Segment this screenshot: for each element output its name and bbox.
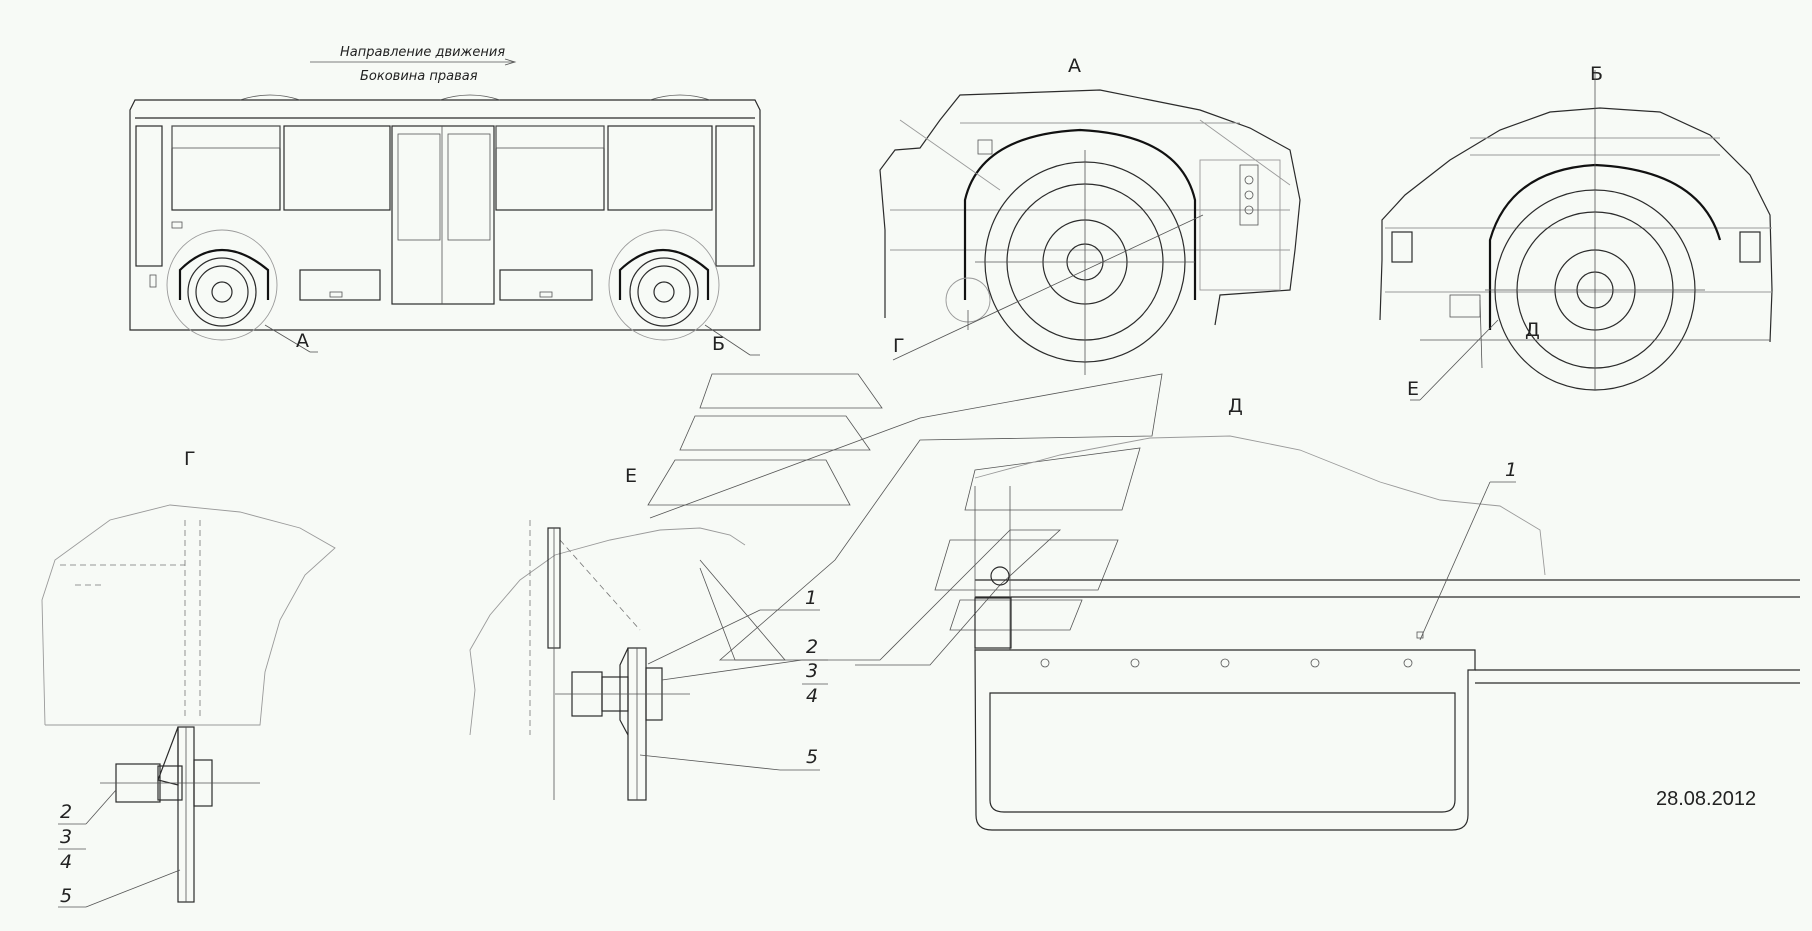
g-part-3: 3 bbox=[60, 826, 72, 848]
view-b-title: Б bbox=[1590, 63, 1603, 85]
view-g: Г 2 3 4 5 bbox=[41, 448, 336, 908]
g-part-5: 5 bbox=[60, 885, 72, 907]
view-a: А Г bbox=[879, 55, 1301, 375]
e-part-1: 1 bbox=[805, 587, 817, 609]
bus-side-view: Направление движения Боковина правая bbox=[129, 45, 761, 356]
view-e: Е 1 2 3 4 5 bbox=[469, 465, 828, 801]
side-label: Боковина правая bbox=[360, 69, 478, 84]
e-part-3: 3 bbox=[806, 660, 818, 682]
callout-a: А bbox=[296, 330, 309, 352]
view-a-title: А bbox=[1068, 55, 1081, 77]
d-part-1: 1 bbox=[1505, 459, 1517, 481]
e-part-4: 4 bbox=[806, 685, 818, 707]
view-g-title: Г bbox=[184, 448, 196, 470]
direction-label: Направление движения bbox=[340, 45, 505, 60]
view-b: Б Д Е bbox=[1379, 63, 1773, 401]
callout-g: Г bbox=[893, 335, 905, 357]
callout-e: Е bbox=[1407, 378, 1419, 400]
view-d: Д 1 bbox=[974, 395, 1800, 831]
g-part-2: 2 bbox=[60, 801, 72, 823]
e-part-5: 5 bbox=[806, 746, 818, 768]
g-part-4: 4 bbox=[60, 851, 72, 873]
drawing-date: 28.08.2012 bbox=[1656, 788, 1756, 810]
speed-lines bbox=[647, 373, 1163, 666]
view-d-title: Д bbox=[1228, 395, 1243, 417]
e-part-2: 2 bbox=[806, 636, 818, 658]
view-e-title: Е bbox=[625, 465, 637, 487]
callout-b: Б bbox=[712, 333, 725, 355]
callout-d: Д bbox=[1525, 319, 1540, 341]
